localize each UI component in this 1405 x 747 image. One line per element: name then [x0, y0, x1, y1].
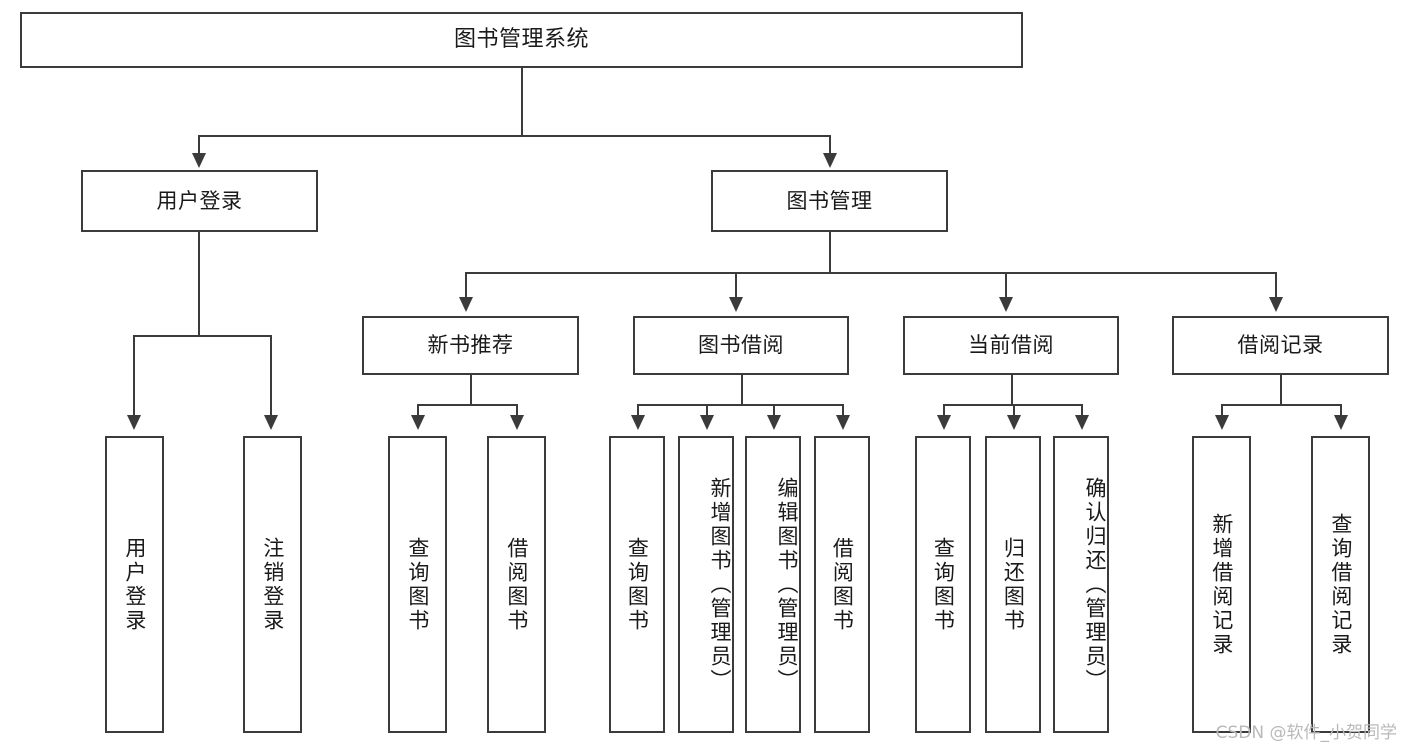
node-label: 查询图书: [931, 536, 956, 633]
connector-currentborrow-c2: [1013, 404, 1015, 417]
connector-bookmgmt-c2: [735, 272, 737, 299]
leaf-query-borrow-record[interactable]: 查询借阅记录: [1311, 436, 1370, 733]
connector-newbook-c1: [417, 404, 419, 417]
arrow-to-logout-leaf: [264, 415, 278, 430]
connector-newbook-bus: [417, 404, 517, 406]
leaf-borrow-book[interactable]: 借阅图书: [814, 436, 870, 733]
arrow-to-new-book-rec: [459, 297, 473, 312]
node-label: 编辑图书（管理员）: [775, 476, 799, 693]
connector-bookmgmt-c3: [1005, 272, 1007, 299]
connector-bookborrow-c3: [773, 404, 775, 417]
arrow-to-book-borrow: [729, 297, 743, 312]
connector-borrowrecord-c2: [1340, 404, 1342, 417]
node-label: 图书借阅: [698, 333, 784, 358]
csdn-watermark: CSDN @软件_小贺同学: [1215, 723, 1397, 743]
connector-currentborrow-bus: [943, 404, 1081, 406]
leaf-add-book-admin[interactable]: 新增图书（管理员）: [678, 436, 734, 733]
arrow-to-user-login: [192, 153, 206, 168]
node-label: 图书管理系统: [453, 27, 589, 53]
connector-root-to-bookmgmt: [829, 135, 831, 155]
arrow-to-borrow-book-2: [836, 415, 850, 430]
arrow-to-borrow-book-1: [510, 415, 524, 430]
node-label: 借阅记录: [1237, 333, 1324, 358]
node-label: 借阅图书: [504, 536, 529, 633]
arrow-to-confirm-return: [1075, 415, 1089, 430]
node-label: 查询借阅记录: [1328, 512, 1353, 657]
connector-login-stem: [198, 232, 200, 335]
connector-root-stem: [521, 68, 523, 135]
node-new-book-recommend[interactable]: 新书推荐: [362, 316, 579, 375]
arrow-to-return-book: [1007, 415, 1021, 430]
connector-bookborrow-bus: [637, 404, 843, 406]
connector-bookmgmt-c4: [1275, 272, 1277, 299]
connector-currentborrow-c3: [1081, 404, 1083, 417]
node-label: 用户登录: [156, 188, 243, 213]
node-current-borrow[interactable]: 当前借阅: [903, 316, 1119, 375]
arrow-to-user-login-leaf: [127, 415, 141, 430]
leaf-confirm-return-admin[interactable]: 确认归还（管理员）: [1053, 436, 1109, 733]
node-label: 新书推荐: [427, 333, 514, 358]
node-book-borrow[interactable]: 图书借阅: [633, 316, 849, 375]
node-label: 当前借阅: [968, 333, 1054, 358]
arrow-to-query-borrow-record: [1334, 415, 1348, 430]
arrow-to-query-book-1: [411, 415, 425, 430]
node-label: 查询图书: [625, 536, 650, 633]
connector-login-right: [270, 335, 272, 417]
node-borrow-record[interactable]: 借阅记录: [1172, 316, 1389, 375]
leaf-query-book-current[interactable]: 查询图书: [915, 436, 971, 733]
leaf-logout[interactable]: 注销登录: [243, 436, 302, 733]
arrow-to-borrow-record: [1269, 297, 1283, 312]
leaf-query-book-borrow[interactable]: 查询图书: [609, 436, 665, 733]
arrow-to-current-borrow: [999, 297, 1013, 312]
leaf-edit-book-admin[interactable]: 编辑图书（管理员）: [745, 436, 801, 733]
node-label: 新增借阅记录: [1209, 512, 1234, 657]
node-label: 注销登录: [260, 536, 285, 633]
arrow-to-query-book-2: [631, 415, 645, 430]
connector-currentborrow-c1: [943, 404, 945, 417]
connector-bookmgmt-stem: [829, 232, 831, 272]
connector-bookborrow-c1: [637, 404, 639, 417]
leaf-return-book[interactable]: 归还图书: [985, 436, 1041, 733]
node-label: 用户登录: [122, 536, 147, 633]
connector-borrowrecord-c1: [1221, 404, 1223, 417]
leaf-borrow-book-newbook[interactable]: 借阅图书: [487, 436, 546, 733]
connector-bookmgmt-bus: [465, 272, 1276, 274]
connector-bookborrow-c2: [706, 404, 708, 417]
node-book-management[interactable]: 图书管理: [711, 170, 948, 232]
connector-root-bus: [198, 135, 831, 137]
connector-login-left: [133, 335, 135, 417]
connector-borrowrecord-bus: [1221, 404, 1341, 406]
node-user-login[interactable]: 用户登录: [81, 170, 318, 232]
leaf-query-book-newbook[interactable]: 查询图书: [388, 436, 447, 733]
arrow-to-query-book-3: [937, 415, 951, 430]
node-root-system[interactable]: 图书管理系统: [20, 12, 1023, 68]
node-label: 归还图书: [1001, 536, 1026, 633]
arrow-to-edit-book: [767, 415, 781, 430]
connector-borrowrecord-stem: [1280, 375, 1282, 404]
connector-currentborrow-stem: [1011, 375, 1013, 404]
connector-root-to-login: [198, 135, 200, 155]
connector-login-bus: [133, 335, 272, 337]
node-label: 新增图书（管理员）: [708, 476, 732, 693]
arrow-to-book-management: [823, 153, 837, 168]
arrow-to-add-book: [700, 415, 714, 430]
leaf-add-borrow-record[interactable]: 新增借阅记录: [1192, 436, 1251, 733]
connector-bookborrow-c4: [842, 404, 844, 417]
node-label: 图书管理: [786, 188, 873, 213]
node-label: 确认归还（管理员）: [1083, 476, 1107, 693]
leaf-user-login[interactable]: 用户登录: [105, 436, 164, 733]
connector-newbook-stem: [470, 375, 472, 404]
connector-bookmgmt-c1: [465, 272, 467, 299]
node-label: 借阅图书: [830, 536, 855, 633]
node-label: 查询图书: [405, 536, 430, 633]
connector-bookborrow-stem: [741, 375, 743, 404]
connector-newbook-c2: [516, 404, 518, 417]
arrow-to-add-borrow-record: [1215, 415, 1229, 430]
